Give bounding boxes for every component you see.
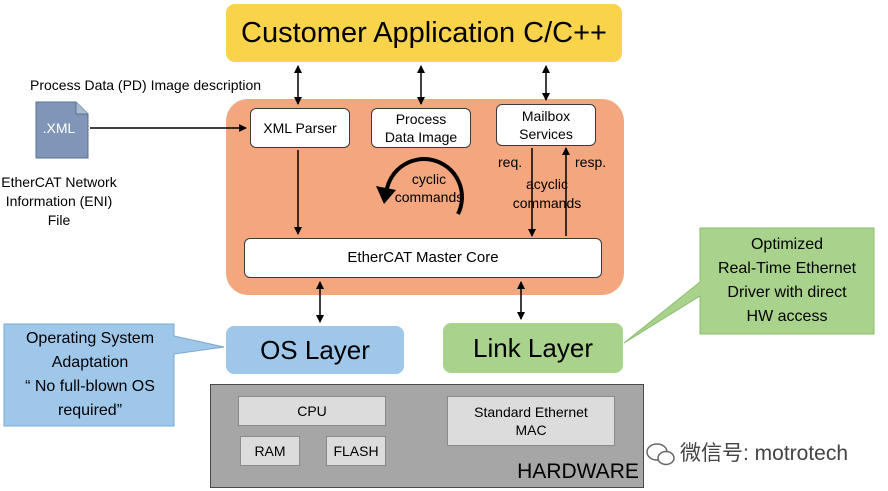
flash-label: FLASH [333, 443, 379, 459]
cpu-box: CPU [238, 396, 386, 426]
ethernet-mac-line-1: Standard Ethernet [474, 404, 588, 420]
cyclic-commands-label: cyclic commands [392, 168, 466, 208]
link-layer-box: Link Layer [443, 323, 623, 373]
ethercat-master-core-box: EtherCAT Master Core [244, 238, 602, 278]
link-layer-label: Link Layer [473, 332, 593, 363]
flash-box: FLASH [326, 436, 386, 466]
process-data-image-line-2: Data Image [384, 129, 458, 145]
customer-application-layer: Customer Application C/C++ [226, 4, 622, 62]
cyclic-line-1: cyclic [411, 171, 447, 187]
os-callout-line-4: required” [57, 402, 123, 419]
os-callout-bubble [3, 323, 225, 427]
xml-parser-label: XML Parser [263, 120, 337, 136]
eni-file-description: EtherCAT Network Information (ENI) File [0, 171, 118, 231]
os-layer-box: OS Layer [226, 326, 404, 374]
pd-image-description: Process Data (PD) Image description [30, 77, 262, 93]
mailbox-services-line-2: Services [519, 126, 573, 142]
cpu-label: CPU [297, 403, 327, 419]
customer-application-label: Customer Application C/C++ [241, 16, 607, 49]
os-callout-line-2: Adaptation [51, 354, 129, 371]
acyclic-line-1: acyclic [525, 176, 568, 192]
mailbox-services-box: Mailbox Services [496, 104, 596, 146]
process-data-image-line-1: Process [395, 111, 447, 127]
os-callout-text: Operating System Adaptation “ No full-bl… [8, 326, 172, 424]
xml-parser-box: XML Parser [250, 108, 350, 148]
xml-file-icon-label: .XML [42, 120, 76, 136]
process-data-image-box: Process Data Image [371, 108, 471, 148]
ram-box: RAM [240, 436, 300, 466]
acyclic-line-2: commands [512, 195, 582, 211]
os-callout-line-1: Operating System [25, 330, 155, 347]
eni-line-2: Information (ENI) [5, 192, 113, 209]
link-callout-text: Optimized Real-Time Ethernet Driver with… [702, 232, 872, 330]
eni-line-3: File [47, 211, 71, 228]
acyclic-commands-label: acyclic commands [508, 174, 586, 214]
link-callout-line-2: Real-Time Ethernet [717, 260, 857, 277]
watermark-text: 微信号: motrotech [680, 442, 849, 465]
ram-label: RAM [254, 443, 286, 459]
link-callout-line-4: HW access [746, 308, 828, 325]
link-callout-bubble [623, 227, 875, 344]
cyclic-line-2: commands [394, 189, 464, 205]
hardware-label: HARDWARE [517, 460, 639, 483]
req-label: req. [498, 154, 523, 170]
resp-label: resp. [575, 154, 607, 170]
link-callout-line-1: Optimized [750, 236, 824, 253]
ethercat-master-core-label: EtherCAT Master Core [347, 249, 499, 266]
ethernet-mac-box: Standard Ethernet MAC [447, 396, 615, 446]
ethernet-mac-line-2: MAC [515, 422, 547, 438]
os-callout-line-3: “ No full-blown OS [25, 378, 155, 395]
link-callout-line-3: Driver with direct [727, 284, 847, 301]
eni-line-1: EtherCAT Network [1, 173, 117, 190]
mailbox-services-line-1: Mailbox [521, 108, 571, 124]
os-layer-label: OS Layer [260, 334, 370, 365]
